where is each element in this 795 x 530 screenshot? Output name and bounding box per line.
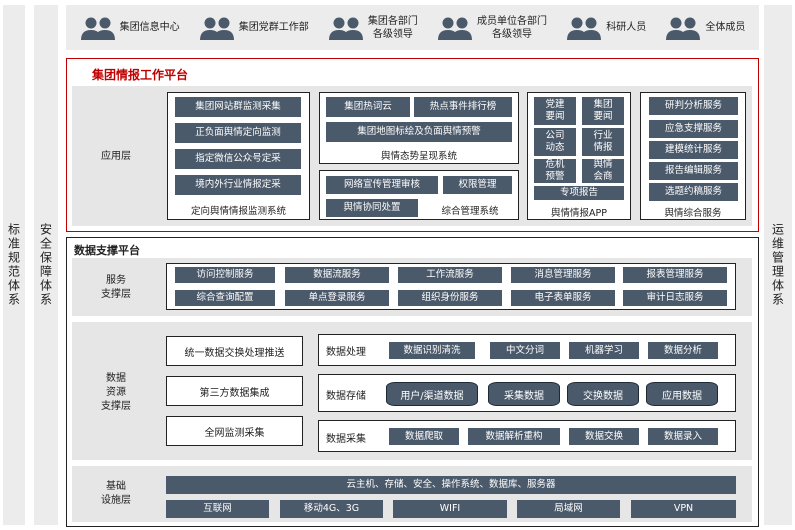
user-group: 集团各部门 各级领导 (328, 15, 418, 41)
service-support-item[interactable]: 访问控制服务 (175, 267, 275, 283)
service-support-item[interactable]: 单点登录服务 (285, 290, 389, 306)
service-support-item[interactable]: 工作流服务 (398, 267, 502, 283)
service-support-item[interactable]: 消息管理服务 (511, 267, 615, 283)
infra-layer-label: 基础 设施层 (101, 481, 131, 506)
side-label-operations: 运维管理体系 (770, 223, 785, 307)
monitor-item[interactable]: 境内外行业情报定采 (175, 175, 301, 195)
service-item[interactable]: 报告编辑服务 (649, 162, 738, 180)
service-layer-label: 服务 支撑层 (101, 275, 131, 300)
intel-platform-title: 集团情报工作平台 (92, 68, 189, 82)
user-group: 成员单位各部门 各级领导 (437, 15, 547, 41)
processing-label: 数据处理 (326, 347, 366, 358)
monitor-item[interactable]: 正负面舆情定向监测 (175, 123, 301, 143)
service-support-item[interactable]: 电子表单服务 (511, 290, 615, 306)
collection-item[interactable]: 数据解析重构 (468, 428, 560, 445)
user-label: 成员单位各部门 各级领导 (477, 15, 548, 40)
user-group-icon (199, 17, 234, 40)
processing-item[interactable]: 中文分词 (490, 342, 560, 359)
user-label: 集团党群工作部 (238, 22, 309, 33)
app-item[interactable]: 党建 要闻 (534, 97, 576, 125)
processing-item[interactable]: 机器学习 (569, 342, 639, 359)
monitor-item[interactable]: 集团网站群监测采集 (175, 97, 301, 117)
trend-item[interactable]: 集团地图标绘及负面舆情预警 (326, 122, 512, 142)
user-group-icon (80, 17, 115, 40)
service-support-item[interactable]: 数据流服务 (285, 267, 389, 283)
collection-item[interactable]: 数据录入 (648, 428, 718, 445)
service-item[interactable]: 建模统计服务 (649, 141, 738, 159)
service-item[interactable]: 研判分析服务 (649, 97, 738, 115)
trend-item[interactable]: 集团热词云 (326, 97, 410, 117)
service-support-item[interactable]: 综合查询配置 (175, 290, 275, 306)
side-panel-standards: 标准规范体系 (3, 5, 25, 525)
app-item[interactable]: 集团 要闻 (582, 97, 624, 125)
service-support-item[interactable]: 报表管理服务 (623, 267, 727, 283)
service-support-item[interactable]: 审计日志服务 (623, 290, 727, 306)
trend-caption: 舆情态势呈现系统 (380, 151, 457, 162)
storage-cylinder[interactable]: 采集数据 (488, 382, 560, 406)
resource-left-item[interactable]: 全网监测采集 (166, 416, 303, 446)
processing-item[interactable]: 数据分析 (648, 342, 718, 359)
service-item[interactable]: 选题约稿服务 (649, 183, 738, 201)
side-label-standards: 标准规范体系 (6, 223, 21, 307)
app-item[interactable]: 舆情 会商 (582, 159, 624, 183)
mgmt-item[interactable]: 权限管理 (443, 176, 512, 194)
storage-label: 数据存储 (326, 391, 366, 402)
service-support-item[interactable]: 组织身份服务 (398, 290, 502, 306)
user-label: 集团信息中心 (119, 22, 180, 33)
collection-item[interactable]: 数据交换 (569, 428, 639, 445)
user-group-icon (328, 17, 363, 40)
infra-network-item[interactable]: VPN (631, 500, 736, 518)
service-caption: 舆情综合服务 (664, 208, 722, 219)
infra-network-item[interactable]: 移动4G、3G (280, 500, 383, 518)
user-group: 科研人员 (566, 15, 646, 41)
storage-cylinder[interactable]: 交换数据 (567, 382, 639, 406)
side-panel-operations: 运维管理体系 (764, 5, 792, 525)
user-label: 全体成员 (705, 22, 746, 33)
app-item[interactable]: 专项报告 (534, 186, 624, 200)
user-label: 集团各部门 各级领导 (367, 15, 418, 40)
user-group: 全体成员 (665, 15, 745, 41)
users-bar: 集团信息中心 集团党群工作部 集团各部门 各级领导 成员单位各部门 各级领导 科… (66, 5, 759, 50)
storage-cylinder[interactable]: 用户/渠道数据 (386, 382, 478, 406)
app-item[interactable]: 行业 情报 (582, 128, 624, 156)
user-label: 科研人员 (606, 22, 647, 33)
mgmt-item[interactable]: 网络宣传管理审核 (326, 176, 438, 194)
infra-network-item[interactable]: 互联网 (166, 500, 269, 518)
user-group-icon (567, 17, 602, 40)
infra-top-bar[interactable]: 云主机、存储、安全、操作系统、数据库、服务器 (166, 476, 736, 494)
mgmt-caption: 综合管理系统 (441, 206, 499, 217)
storage-cylinder[interactable]: 应用数据 (646, 382, 718, 406)
infra-network-item[interactable]: 局域网 (517, 500, 620, 518)
app-caption: 舆情情报APP (551, 208, 607, 219)
monitor-caption: 定向舆情情报监测系统 (190, 206, 286, 217)
infra-network-item[interactable]: WIFI (393, 500, 507, 518)
resource-layer-label: 数据 资源 支撑层 (101, 373, 131, 412)
app-layer-label: 应用层 (101, 151, 131, 162)
monitor-item[interactable]: 指定微信公众号定采 (175, 149, 301, 169)
user-group-icon (666, 17, 701, 40)
resource-left-item[interactable]: 第三方数据集成 (166, 376, 303, 406)
user-group: 集团党群工作部 (199, 15, 309, 41)
trend-item[interactable]: 热点事件排行榜 (414, 97, 512, 117)
user-group-icon (438, 17, 473, 40)
mgmt-item[interactable]: 舆情协同处置 (326, 199, 418, 217)
user-group: 集团信息中心 (80, 15, 180, 41)
collection-label: 数据采集 (326, 434, 366, 445)
side-panel-security: 安全保障体系 (34, 5, 58, 525)
side-label-security: 安全保障体系 (38, 223, 53, 307)
app-item[interactable]: 危机 预警 (534, 159, 576, 183)
resource-left-item[interactable]: 统一数据交换处理推送 (166, 336, 303, 366)
data-platform-title: 数据支撑平台 (74, 244, 140, 257)
service-item[interactable]: 应急支撑服务 (649, 120, 738, 138)
collection-item[interactable]: 数据爬取 (389, 428, 459, 445)
processing-item[interactable]: 数据识别清洗 (389, 342, 475, 359)
app-item[interactable]: 公司 动态 (534, 128, 576, 156)
